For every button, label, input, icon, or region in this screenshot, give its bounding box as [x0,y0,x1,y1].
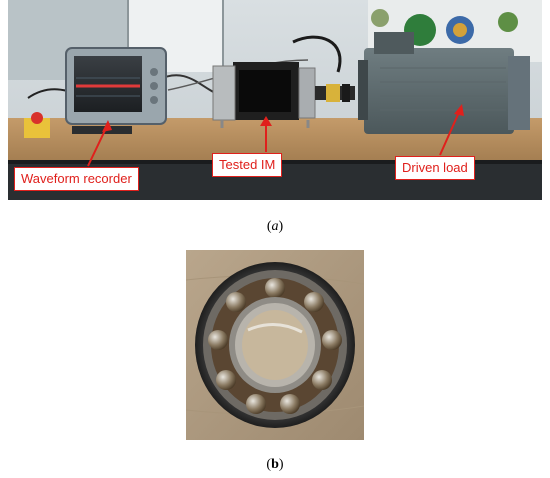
test-bench-illustration [8,0,542,200]
bearing-photo [186,250,364,440]
caption-b-open: ( [266,457,272,472]
caption-b-close: ) [278,457,284,472]
caption-b-letter: b [271,457,279,472]
caption-a-open: ( [266,219,272,234]
caption-b: (b) [245,457,305,473]
driven-load-label: Driven load [395,156,475,180]
caption-a-letter: a [271,219,279,234]
waveform-recorder-label: Waveform recorder [14,167,139,191]
test-bench-photo [8,0,542,200]
bearing-illustration [186,250,364,440]
tested-im-label: Tested IM [212,153,283,177]
caption-a: (a) [245,219,305,235]
caption-a-close: ) [278,219,284,234]
bearing-balls [208,278,342,414]
